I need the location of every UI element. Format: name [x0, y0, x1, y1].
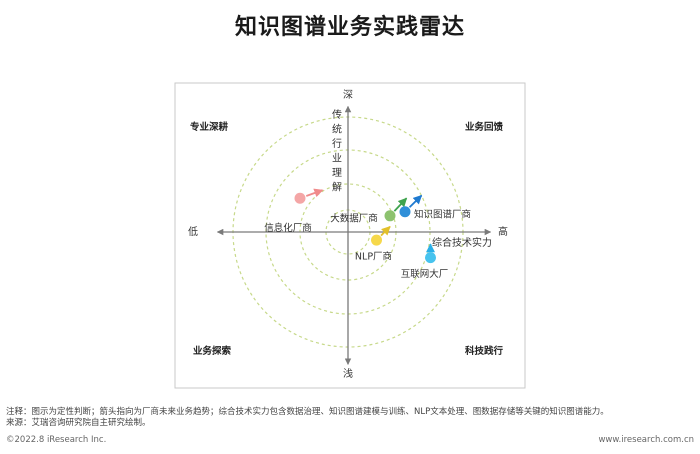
chart-frame	[174, 82, 526, 389]
data-point	[399, 206, 411, 218]
data-point-label: 知识图谱厂商	[414, 208, 471, 220]
axis-label-top: 深	[343, 89, 353, 101]
data-point	[371, 234, 382, 246]
y-axis-title-char: 理	[332, 167, 342, 179]
x-axis-title: 综合技术实力	[432, 236, 492, 249]
data-point	[384, 210, 396, 222]
axis-label-left: 低	[188, 225, 198, 238]
y-axis-title-char: 统	[332, 123, 342, 136]
y-axis-title-char: 行	[332, 137, 342, 150]
data-point-label: NLP厂商	[355, 250, 392, 262]
trend-arrow	[305, 188, 324, 198]
y-axis-title-char: 解	[332, 181, 342, 194]
quadrant-bottom-left: 业务探索	[193, 345, 232, 357]
page-title: 知识图谱业务实践雷达	[234, 15, 465, 40]
data-point-label: 大数据厂商	[330, 213, 378, 225]
trend-arrow	[393, 197, 408, 212]
data-point	[425, 252, 436, 264]
trend-arrow	[408, 194, 423, 208]
data-point-label: 信息化厂商	[264, 222, 312, 234]
axes	[216, 105, 492, 365]
trend-arrows	[305, 188, 435, 253]
quadrant-top-left: 专业深耕	[190, 121, 229, 133]
data-point	[294, 192, 306, 204]
data-point-label: 互联网大厂	[401, 268, 449, 280]
y-axis-title-char: 传	[332, 109, 342, 121]
axis-label-bottom: 浅	[343, 367, 353, 380]
y-axis-title-char: 业	[332, 153, 342, 165]
footer-copyright: ©2022.8 iResearch Inc.	[6, 435, 107, 445]
trend-arrow	[380, 225, 391, 237]
axis-label-right: 高	[498, 225, 508, 238]
quadrant-top-right: 业务回馈	[465, 121, 504, 133]
quadrant-bottom-right: 科技践行	[465, 345, 504, 357]
chart-note: 注释：图示为定性判断；箭头指向为厂商未来业务趋势；综合技术实力包含数据治理、知识…	[6, 407, 609, 417]
chart-source: 来源：艾瑞咨询研究院自主研究绘制。	[6, 418, 151, 428]
footer-website: www.iresearch.com.cn	[598, 435, 694, 445]
